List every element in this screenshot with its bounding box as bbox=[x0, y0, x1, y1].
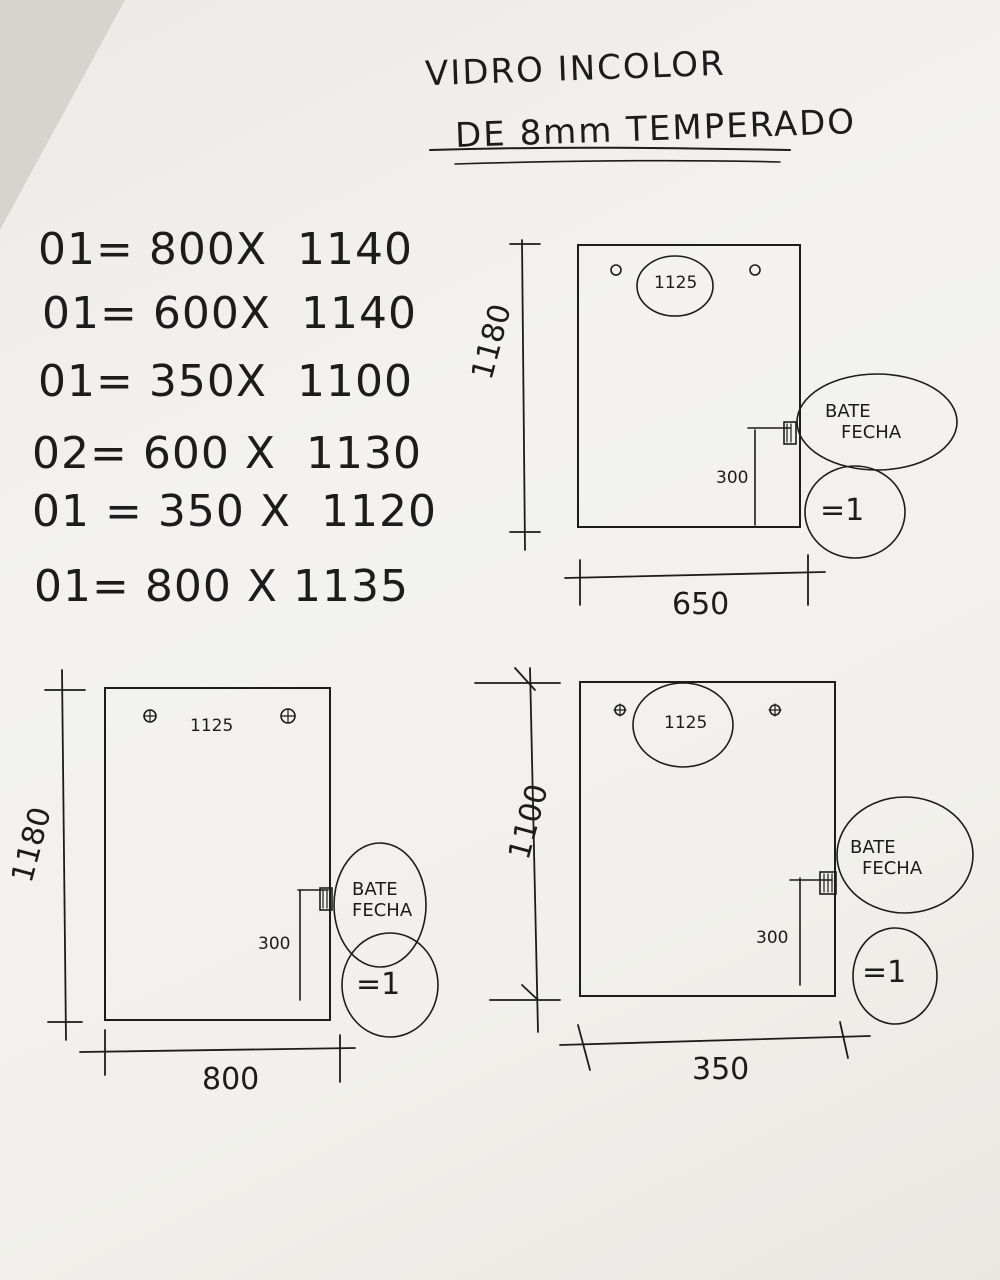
cut-eq: = bbox=[90, 428, 128, 479]
latch-note-line: FECHA bbox=[841, 421, 902, 443]
dimension-line bbox=[564, 571, 826, 579]
cut-times: X bbox=[235, 356, 268, 407]
qty-label: =1 bbox=[356, 967, 401, 1002]
dimension-line bbox=[559, 1035, 871, 1046]
dimension-tick bbox=[577, 1024, 591, 1071]
cut-list-row: 01= 350X 1100 bbox=[38, 360, 413, 404]
cut-height: 1140 bbox=[297, 224, 413, 275]
latch-note: BATE FECHA bbox=[850, 837, 923, 879]
latch-note: BATE FECHA bbox=[352, 879, 413, 921]
qty-circle bbox=[804, 465, 906, 559]
hole-spacing-label: 1125 bbox=[664, 713, 708, 733]
latch-note-circle bbox=[333, 842, 427, 968]
qty-circle bbox=[341, 932, 439, 1038]
cut-list-row: 01= 800 X 1135 bbox=[34, 565, 409, 609]
cut-width: 350 bbox=[148, 356, 236, 407]
cut-qty: 01 bbox=[32, 486, 90, 537]
dimension-line bbox=[61, 669, 67, 1041]
cut-times: X bbox=[246, 561, 279, 612]
panel-width-label: 650 bbox=[672, 587, 730, 622]
cut-width: 600 bbox=[152, 288, 240, 339]
cut-qty: 02 bbox=[32, 428, 90, 479]
cut-qty: 01 bbox=[38, 356, 96, 407]
latch-icon bbox=[819, 871, 837, 895]
dimension-line bbox=[529, 667, 539, 1033]
hole-spacing-circle bbox=[632, 682, 734, 768]
cut-height: 1140 bbox=[301, 288, 417, 339]
qty-label: =1 bbox=[820, 493, 865, 528]
glass-panel bbox=[104, 687, 331, 1021]
latch-offset-label: 300 bbox=[756, 928, 789, 948]
cut-height: 1130 bbox=[306, 428, 422, 479]
panel-width-label: 800 bbox=[202, 1062, 260, 1097]
cut-height: 1135 bbox=[293, 561, 409, 612]
cut-qty: 01 bbox=[42, 288, 100, 339]
cut-list-row: 01 = 350 X 1120 bbox=[32, 490, 437, 534]
cut-eq: = bbox=[92, 561, 130, 612]
cut-eq: = bbox=[100, 288, 138, 339]
latch-offset-label: 300 bbox=[716, 468, 749, 488]
hole-icon bbox=[749, 264, 761, 276]
cut-height: 1120 bbox=[321, 486, 437, 537]
panel-top-right bbox=[509, 239, 958, 606]
cut-times: X bbox=[244, 428, 277, 479]
cut-height: 1100 bbox=[297, 356, 413, 407]
hole-spacing-label: 1125 bbox=[190, 716, 234, 736]
cut-eq: = bbox=[96, 224, 134, 275]
latch-note-line: BATE bbox=[825, 401, 871, 422]
hole-spacing-label: 1125 bbox=[654, 273, 698, 293]
latch-note: BATE FECHA bbox=[825, 401, 902, 443]
cut-width: 800 bbox=[144, 561, 232, 612]
dimension-tick bbox=[839, 1021, 849, 1059]
panel-bottom-right bbox=[474, 667, 974, 1071]
latch-offset-label: 300 bbox=[258, 934, 291, 954]
title-underline bbox=[429, 146, 791, 151]
qty-circle bbox=[852, 927, 938, 1025]
panel-width-label: 350 bbox=[692, 1052, 750, 1087]
cut-times: X bbox=[235, 224, 268, 275]
glass-panel bbox=[577, 244, 801, 528]
dimension-line bbox=[521, 239, 526, 551]
hole-spacing-circle bbox=[636, 255, 714, 317]
latch-icon bbox=[319, 887, 333, 911]
arrow-mark bbox=[521, 984, 539, 1001]
cut-width: 350 bbox=[157, 486, 245, 537]
cut-width: 600 bbox=[142, 428, 230, 479]
cut-times: X bbox=[239, 288, 272, 339]
hole-icon bbox=[610, 264, 622, 276]
latch-note-line: FECHA bbox=[862, 857, 923, 879]
dimension-line bbox=[79, 1047, 356, 1053]
cut-qty: 01 bbox=[38, 224, 96, 275]
folded-corner bbox=[0, 0, 125, 230]
qty-label: =1 bbox=[862, 955, 907, 990]
arrow-mark bbox=[514, 667, 536, 691]
cut-times: X bbox=[259, 486, 292, 537]
latch-note-line: BATE bbox=[850, 837, 896, 858]
cut-eq: = bbox=[105, 486, 143, 537]
latch-icon bbox=[783, 421, 797, 445]
cut-list-row: 01= 600X 1140 bbox=[42, 292, 417, 336]
cut-list-row: 02= 600 X 1130 bbox=[32, 432, 422, 476]
cut-list-row: 01= 800X 1140 bbox=[38, 228, 413, 272]
panel-bottom-left bbox=[44, 669, 439, 1083]
latch-note-line: FECHA bbox=[352, 899, 413, 921]
cut-qty: 01 bbox=[34, 561, 92, 612]
cut-width: 800 bbox=[148, 224, 236, 275]
title-underline-2 bbox=[454, 159, 781, 165]
glass-panel bbox=[579, 681, 836, 997]
cut-eq: = bbox=[96, 356, 134, 407]
latch-note-circle bbox=[836, 796, 974, 914]
latch-note-line: BATE bbox=[352, 879, 398, 900]
